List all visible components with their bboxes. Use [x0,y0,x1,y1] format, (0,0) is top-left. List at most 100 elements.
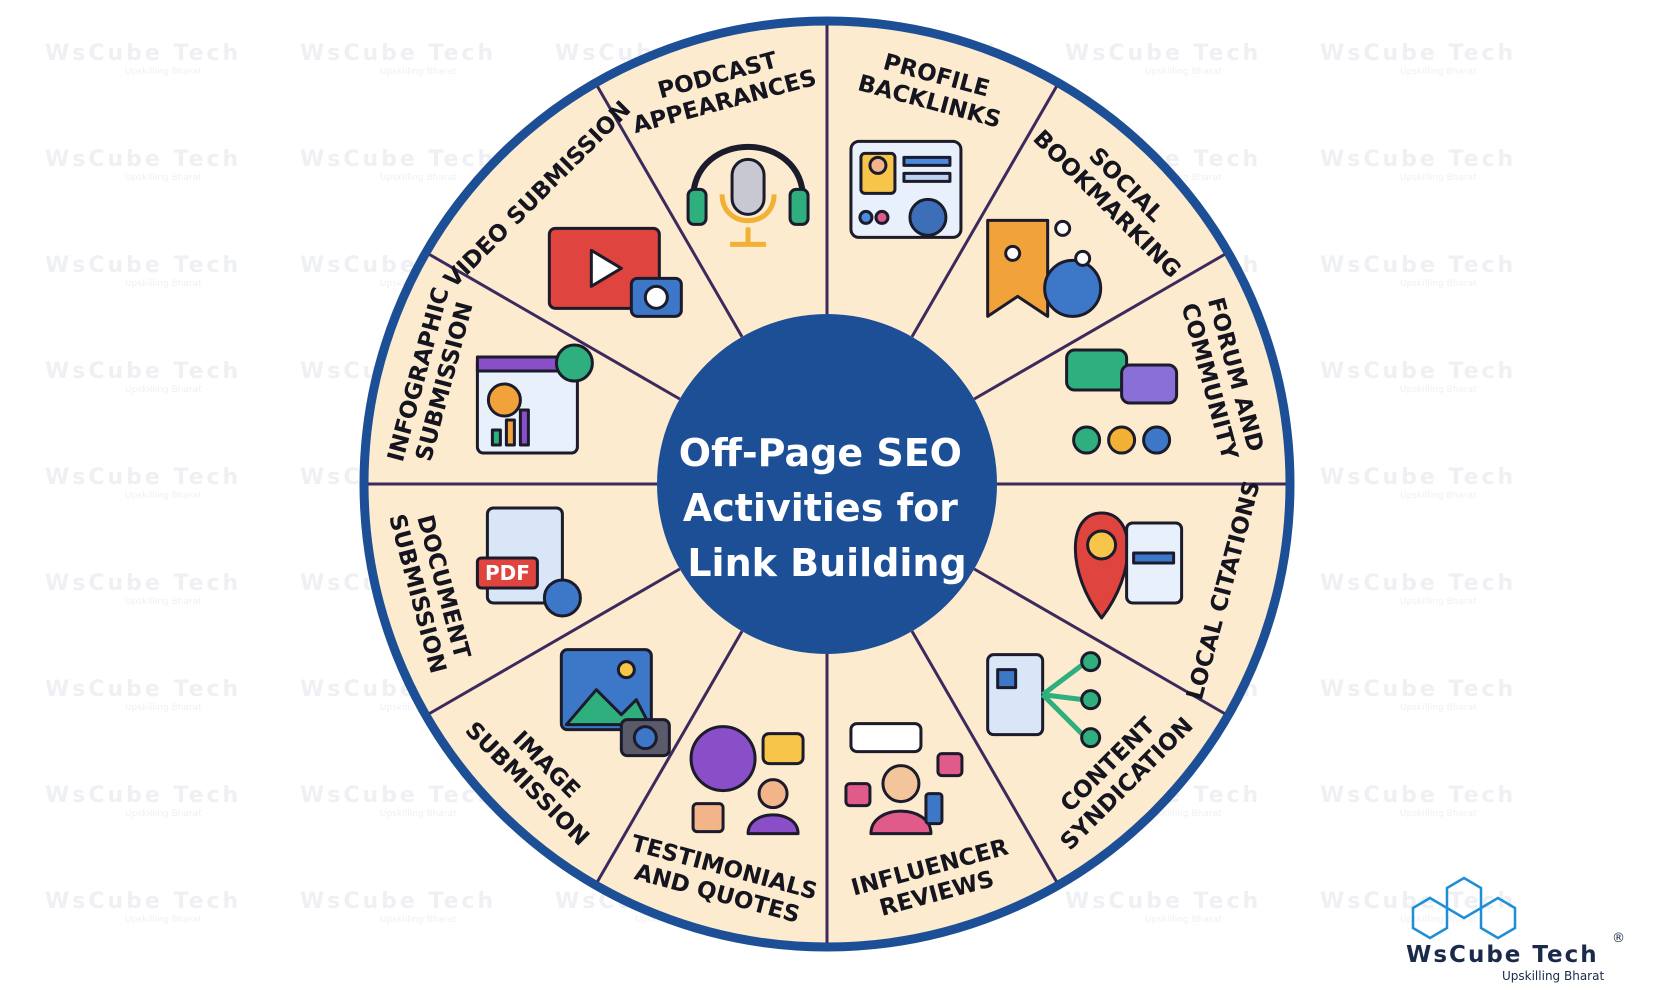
watermark-sub: Upskilling Bharat [125,491,202,501]
watermark-sub: Upskilling Bharat [1400,67,1477,77]
podcast-microphone-icon [686,143,810,247]
segment-divider [596,630,744,883]
brand-tagline: Upskilling Bharat [1502,969,1604,983]
watermark-sub: Upskilling Bharat [1400,597,1477,607]
watermark-sub: Upskilling Bharat [1145,67,1222,77]
watermark-sub: Upskilling Bharat [1400,173,1477,183]
watermark-sub: Upskilling Bharat [1145,809,1222,819]
outer-ring [359,16,1295,952]
center-title-line-1: Off-Page SEO [679,431,962,475]
profile-card-icon [849,139,963,239]
watermark-text: WsCube Tech [45,253,241,278]
segment-divider [910,85,1058,338]
segment-icons: PDF [475,139,1184,836]
watermark-sub: Upskilling Bharat [1400,915,1477,925]
watermark-text: WsCube Tech [45,147,241,172]
segment-dividers [368,25,1286,943]
watermark-sub: Upskilling Bharat [1400,809,1477,819]
segment-divider [596,85,744,338]
watermark-sub: Upskilling Bharat [380,67,457,77]
watermark-sub: Upskilling Bharat [380,809,457,819]
watermark-text: WsCube Tech [300,783,496,808]
watermark-sub: Upskilling Bharat [1400,385,1477,395]
watermark-sub: Upskilling Bharat [1400,703,1477,713]
watermark-text: WsCube Tech [1320,465,1516,490]
watermark-text: WsCube Tech [45,359,241,384]
segment-divider [428,253,681,401]
watermark-text: WsCube Tech [45,889,241,914]
watermark-sub: Upskilling Bharat [125,279,202,289]
watermark-text: WsCube Tech [300,147,496,172]
brand-logo: WsCube Tech ® Upskilling Bharat [1406,876,1625,983]
watermark-text: WsCube Tech [45,677,241,702]
watermark-sub: Upskilling Bharat [125,703,202,713]
watermark-text: WsCube Tech [1320,147,1516,172]
video-camera-icon [547,226,683,318]
quote-bubble-icon [689,725,805,836]
map-pin-rating-icon [1074,511,1184,620]
document-distribution-icon [986,651,1102,749]
segment-divider [973,253,1226,401]
segment-divider [910,630,1058,883]
watermark-text: WsCube Tech [45,465,241,490]
watermark-sub: Upskilling Bharat [125,173,202,183]
hexagon-logo-icon [1411,876,1517,940]
watermark-sub: Upskilling Bharat [380,915,457,925]
bookmark-share-icon [986,218,1103,318]
pdf-upload-icon: PDF [475,506,582,618]
watermark-sub: Upskilling Bharat [125,809,202,819]
watermark-sub: Upskilling Bharat [125,67,202,77]
watermark-text: WsCube Tech [1320,783,1516,808]
watermark-sub: Upskilling Bharat [1145,915,1222,925]
brand-registered-mark: ® [1612,931,1625,946]
segment-divider [428,567,681,715]
brand-name: WsCube Tech [1406,942,1599,968]
image-upload-icon [559,648,671,758]
watermark-text: WsCube Tech [300,889,496,914]
watermark-text: WsCube Tech [300,41,496,66]
center-circle [657,314,997,654]
watermark-text: WsCube Tech [45,571,241,596]
watermark-text: WsCube Tech [45,783,241,808]
watermark-text: WsCube Tech [1320,253,1516,278]
watermark-sub: Upskilling Bharat [125,915,202,925]
watermark-text: WsCube Tech [1320,677,1516,702]
watermark-sub: Upskilling Bharat [1145,173,1222,183]
infographic-chart-icon [475,343,594,455]
forum-chat-icon [1065,348,1179,455]
influencer-review-icon [844,722,964,836]
watermark-sub: Upskilling Bharat [125,385,202,395]
watermark-text: WsCube Tech [1065,889,1261,914]
watermark-sub: Upskilling Bharat [1400,279,1477,289]
watermark-text: WsCube Tech [1320,571,1516,596]
pdf-badge-text: PDF [485,561,530,585]
watermark-sub: Upskilling Bharat [125,597,202,607]
watermark-sub: Upskilling Bharat [1400,491,1477,501]
center-title: Off-Page SEO Activities for Link Buildin… [679,431,975,585]
center-title-line-3: Link Building [687,541,966,585]
